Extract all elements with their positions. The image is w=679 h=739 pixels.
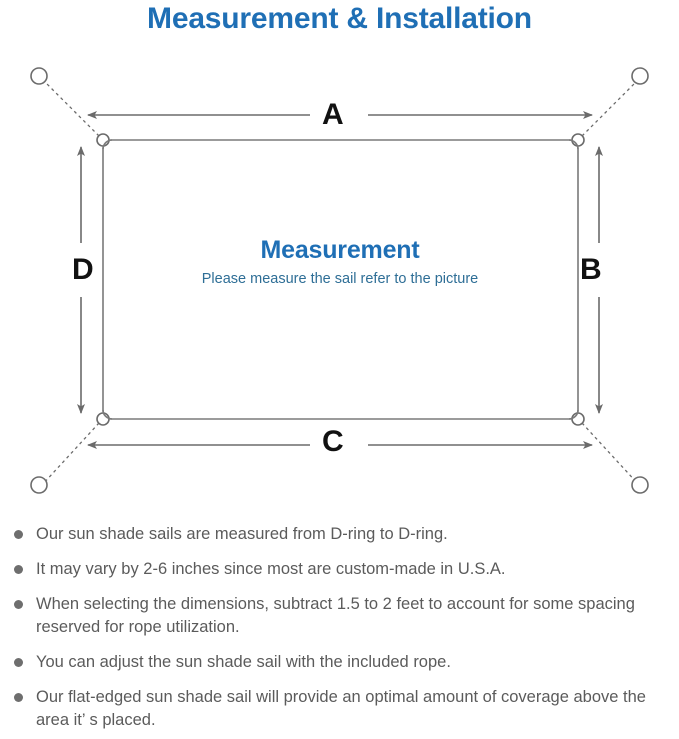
bullet-icon [14, 530, 23, 539]
note-text: It may vary by 2-6 inches since most are… [36, 560, 506, 578]
note-text: Our sun shade sails are measured from D-… [36, 525, 448, 543]
dimension-label-b: B [580, 253, 602, 286]
measurement-diagram: A B C D Measurement Please measure the s… [0, 45, 679, 515]
anchor-points [30, 67, 649, 494]
list-item: You can adjust the sun shade sail with t… [10, 651, 675, 674]
rope-top-right [581, 78, 640, 137]
page-title: Measurement & Installation [147, 2, 532, 35]
sail-outline [102, 139, 579, 420]
anchor-bottom-left [30, 476, 48, 494]
fillet-bottom-left [102, 409, 113, 420]
bullet-icon [14, 600, 23, 609]
bullet-icon [14, 693, 23, 702]
note-text: You can adjust the sun shade sail with t… [36, 653, 451, 671]
rope-bottom-left [41, 422, 100, 486]
center-title: Measurement [260, 236, 420, 264]
list-item: When selecting the dimensions, subtract … [10, 593, 675, 639]
anchor-bottom-right [631, 476, 649, 494]
d-ring-top-left [96, 133, 110, 147]
anchor-top-right [631, 67, 649, 85]
d-ring-bottom-left [96, 412, 110, 426]
diagram-svg [30, 67, 649, 494]
note-text: Our flat-edged sun shade sail will provi… [36, 688, 646, 729]
bullet-icon [14, 658, 23, 667]
notes-list: Our sun shade sails are measured from D-… [10, 523, 675, 732]
list-item: Our sun shade sails are measured from D-… [10, 523, 675, 546]
rope-bottom-right [581, 422, 640, 486]
list-item: Our flat-edged sun shade sail will provi… [10, 686, 675, 732]
rope-top-left [41, 78, 100, 137]
corner-fillets [102, 139, 579, 420]
bullet-icon [14, 565, 23, 574]
dimension-label-a: A [322, 98, 344, 131]
sail-center-caption: Measurement Please measure the sail refe… [130, 235, 550, 289]
dimension-label-d: D [72, 253, 94, 286]
rope-lines [41, 78, 640, 486]
note-text: When selecting the dimensions, subtract … [36, 595, 635, 636]
d-ring-top-right [571, 133, 585, 147]
anchor-top-left [30, 67, 48, 85]
center-subtitle: Please measure the sail refer to the pic… [201, 271, 479, 287]
dimension-label-c: C [322, 425, 344, 458]
d-ring-bottom-right [571, 412, 585, 426]
fillet-top-right [568, 139, 579, 150]
fillet-top-left [102, 139, 113, 150]
list-item: It may vary by 2-6 inches since most are… [10, 558, 675, 581]
fillet-bottom-right [568, 409, 579, 420]
